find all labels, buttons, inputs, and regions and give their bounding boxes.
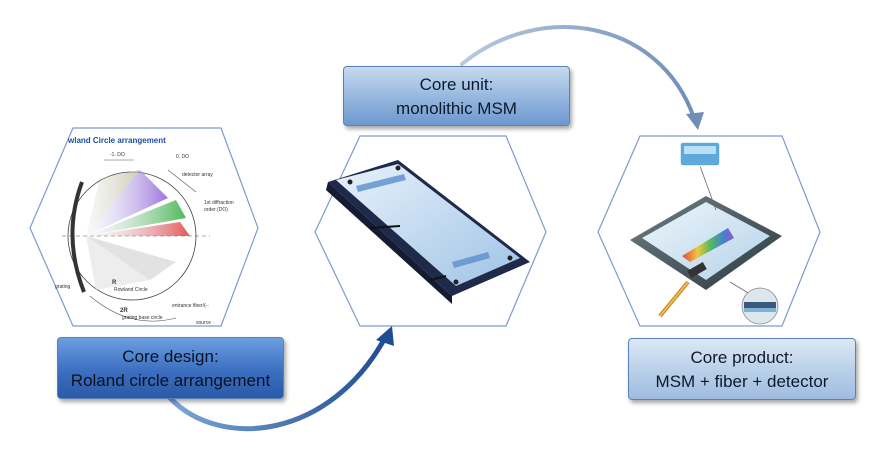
base-circle-arc xyxy=(89,295,177,322)
arrow-shaft-bottom xyxy=(167,333,389,432)
hexagon-rowland-panel: wland Circle arrangement xyxy=(29,127,259,327)
label-first-order-a: 1st diffraction xyxy=(204,200,234,206)
arrow-design-to-unit xyxy=(167,326,394,432)
core-design-box: Core design: Roland circle arrangement xyxy=(57,337,284,399)
product-fiber-highlight xyxy=(659,281,689,317)
product-top xyxy=(642,202,770,280)
arrow-head-bottom xyxy=(376,326,394,346)
label-first-order-b: order (DO) xyxy=(204,207,228,213)
product-detector xyxy=(687,262,707,278)
chip-hole-4 xyxy=(453,279,459,285)
core-product-title: Core product: xyxy=(690,348,794,367)
chip-marker-2 xyxy=(429,275,447,281)
chip-hole-1 xyxy=(347,179,353,185)
label-grating: grating xyxy=(55,284,71,290)
spectrum-fan-green xyxy=(86,200,186,236)
msm-chip-illustration xyxy=(326,160,530,304)
arrow-head-top xyxy=(686,112,704,130)
label-grating-base: grating base circle xyxy=(122,315,163,321)
inset-detector-layer-2 xyxy=(744,308,776,312)
chip-hole-3 xyxy=(507,255,513,261)
label-detector-array: detector array xyxy=(182,172,213,178)
core-unit-box: Core unit: monolithic MSM xyxy=(343,66,570,126)
spectrum-fan-zero xyxy=(86,170,140,236)
label-rowland-circle: Rowland Circle xyxy=(114,287,148,293)
inset-detector-layer xyxy=(744,302,776,308)
chip-grating-strip xyxy=(356,174,406,192)
core-unit-title: Core unit: xyxy=(419,75,494,94)
chip-side xyxy=(326,182,452,304)
product-illustration xyxy=(630,141,782,325)
hexagon-msm-chip xyxy=(314,135,547,327)
arrow-shaft-top xyxy=(460,25,696,120)
chip-hole-2 xyxy=(395,165,401,171)
rowland-title: wland Circle arrangement xyxy=(67,136,166,145)
label-r: R xyxy=(112,280,117,286)
label-source: source · xyxy=(196,320,214,326)
core-product-box: Core product: MSM + fiber + detector xyxy=(628,338,856,400)
hexagon-core-product xyxy=(597,135,821,327)
grating-shape xyxy=(70,181,86,293)
bracket-detector xyxy=(167,169,197,193)
inset-grating-teeth xyxy=(684,146,716,154)
chip-detector-strip xyxy=(452,252,490,268)
core-design-title: Core design: xyxy=(122,347,219,366)
inset-leader-top xyxy=(699,165,717,211)
rowland-diagram: wland Circle arrangement xyxy=(55,136,234,326)
label-entrance-fiber: entrance fiber/(-· xyxy=(172,303,209,309)
spectrum-fan-violet xyxy=(86,170,168,236)
label-zero-order: 0. DO xyxy=(176,154,189,160)
core-unit-subtitle: monolithic MSM xyxy=(396,99,517,118)
hexagon-outline xyxy=(29,127,259,327)
arrow-unit-to-product xyxy=(460,25,704,130)
chip-marker-1 xyxy=(369,225,401,229)
product-spectrum xyxy=(682,228,734,262)
entrance-fan xyxy=(86,236,176,280)
chip-top-surface xyxy=(336,164,520,286)
label-2r: 2R xyxy=(120,308,128,314)
core-product-subtitle: MSM + fiber + detector xyxy=(655,372,829,391)
spectrum-fan-red xyxy=(86,222,190,236)
label-minus1-order: -1. DO xyxy=(110,152,125,158)
core-design-subtitle: Roland circle arrangement xyxy=(70,371,271,390)
entrance-fan-2 xyxy=(86,236,150,290)
